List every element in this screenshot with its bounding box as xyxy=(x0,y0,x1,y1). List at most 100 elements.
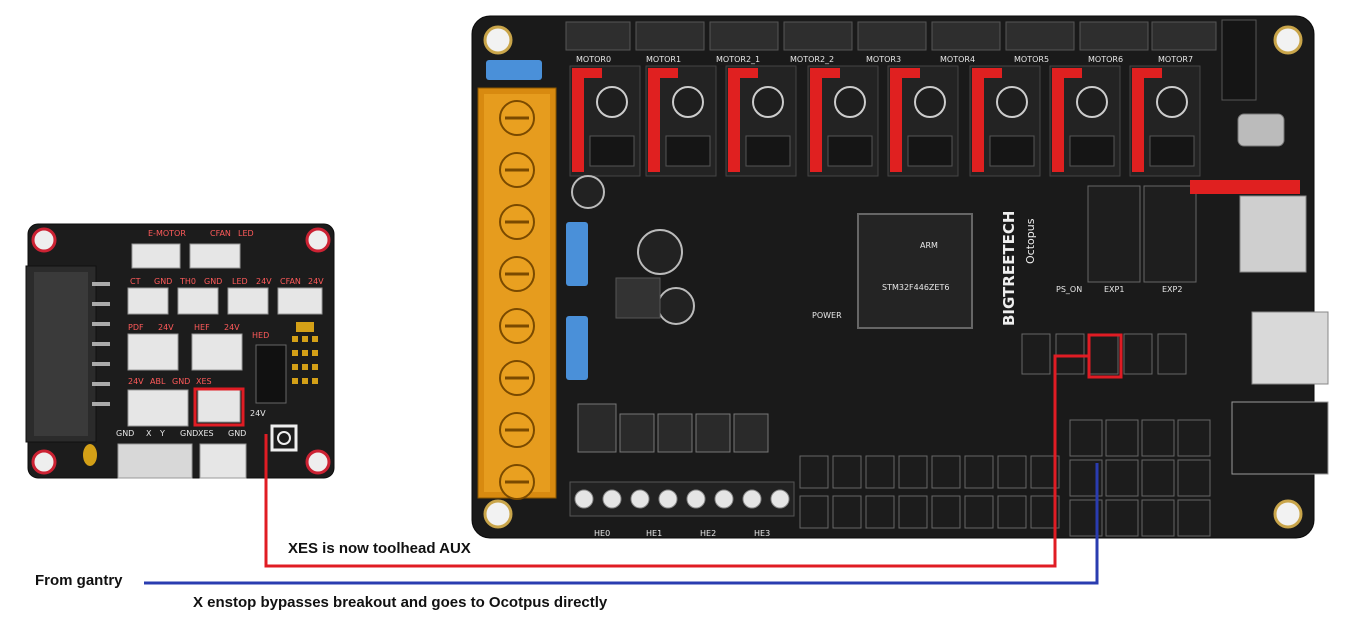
svg-text:24V: 24V xyxy=(224,323,240,332)
fan-connectors xyxy=(799,455,1060,529)
svg-text:HE1: HE1 xyxy=(646,529,662,538)
red-header xyxy=(1190,180,1300,194)
svg-text:CFAN: CFAN xyxy=(210,229,231,238)
heater-screw xyxy=(742,489,762,509)
fan-connector xyxy=(931,455,961,489)
fan-connector xyxy=(997,455,1027,489)
heater-screw xyxy=(686,489,706,509)
capacitor xyxy=(834,86,866,118)
xes-wire xyxy=(264,354,1089,568)
svg-text:XES: XES xyxy=(198,429,214,438)
svg-text:E-MOTOR: E-MOTOR xyxy=(148,229,186,238)
svg-text:HED: HED xyxy=(252,331,269,340)
svg-text:HEF: HEF xyxy=(194,323,210,332)
svg-text:MOTOR0: MOTOR0 xyxy=(576,55,611,64)
x-endstop-note-label: X enstop bypasses breakout and goes to O… xyxy=(193,594,608,611)
svg-text:LED: LED xyxy=(232,277,248,286)
hed-connector xyxy=(255,344,287,404)
driver-header xyxy=(572,70,584,172)
svg-text:MOTOR2_2: MOTOR2_2 xyxy=(790,55,834,64)
inductor xyxy=(615,277,661,319)
capacitor xyxy=(1156,86,1188,118)
connector-block xyxy=(1177,419,1211,457)
jumper-block xyxy=(827,135,873,167)
svg-text:MOTOR7: MOTOR7 xyxy=(1158,55,1193,64)
xes-highlight-box xyxy=(193,387,245,427)
fan-connector xyxy=(799,455,829,489)
jumper-block xyxy=(745,135,791,167)
capacitor xyxy=(672,86,704,118)
svg-text:MOTOR2_1: MOTOR2_1 xyxy=(716,55,760,64)
svg-text:24V: 24V xyxy=(250,409,266,418)
terminal-screws xyxy=(499,100,535,500)
capacitor xyxy=(752,86,784,118)
connector-block xyxy=(1177,459,1211,497)
connector-block xyxy=(1177,499,1211,537)
endstop-connector xyxy=(1089,333,1119,375)
mount-hole xyxy=(31,449,57,475)
jumper-block xyxy=(1149,135,1195,167)
heater-screw xyxy=(630,489,650,509)
endstop-connector xyxy=(1123,333,1153,375)
jumper-block xyxy=(989,135,1035,167)
fan-connector xyxy=(865,495,895,529)
svg-text:GND: GND xyxy=(116,429,134,438)
fan-connector xyxy=(931,495,961,529)
octopus-mainboard: MOTOR0 MOTOR1 MOTOR2_1 MOTOR2_2 MOTOR3 M… xyxy=(471,15,1329,539)
svg-text:MOTOR6: MOTOR6 xyxy=(1088,55,1123,64)
svg-text:GND: GND xyxy=(180,429,198,438)
mosfets xyxy=(577,403,769,453)
driver-header xyxy=(810,68,840,78)
driver-header xyxy=(810,70,822,172)
svg-text:XES: XES xyxy=(196,377,212,386)
heater-screw xyxy=(714,489,734,509)
e-motor-connector xyxy=(131,243,181,269)
heater-screw xyxy=(658,489,678,509)
svg-text:MOTOR5: MOTOR5 xyxy=(1014,55,1049,64)
svg-text:TH0: TH0 xyxy=(179,277,196,286)
driver-header xyxy=(572,68,602,78)
driver-header xyxy=(648,68,678,78)
fan-connector xyxy=(898,455,928,489)
jumper-block xyxy=(907,135,953,167)
fan-connector xyxy=(832,495,862,529)
svg-text:EXP1: EXP1 xyxy=(1104,285,1124,294)
toolhead-silkscreen: E-MOTOR CFAN LED CT GND TH0 GND LED 24V … xyxy=(116,229,324,438)
svg-text:ARM: ARM xyxy=(920,241,938,250)
svg-text:HE2: HE2 xyxy=(700,529,716,538)
mount-hole xyxy=(305,227,331,253)
svg-text:PS_ON: PS_ON xyxy=(1056,285,1082,294)
capacitor xyxy=(571,175,605,209)
ct-connector xyxy=(127,287,169,315)
svg-text:PDF: PDF xyxy=(128,323,144,332)
connector-block xyxy=(1105,459,1139,497)
svg-text:CT: CT xyxy=(130,277,141,286)
mount-hole xyxy=(31,227,57,253)
jumper-block xyxy=(1069,135,1115,167)
svg-text:POWER: POWER xyxy=(812,311,842,320)
heater-screws xyxy=(574,489,790,509)
driver-header xyxy=(890,68,920,78)
model-label: Octopus xyxy=(1024,218,1037,264)
driver-header xyxy=(648,70,660,172)
driver-header xyxy=(1132,70,1144,172)
connector-block xyxy=(1105,499,1139,537)
jumper-block xyxy=(665,135,711,167)
svg-text:24V: 24V xyxy=(256,277,272,286)
svg-text:24V: 24V xyxy=(128,377,144,386)
fan-connector xyxy=(964,455,994,489)
rj11-port xyxy=(1231,401,1329,475)
svg-text:LED: LED xyxy=(238,229,254,238)
svg-text:24V: 24V xyxy=(308,277,324,286)
endstop-connector xyxy=(1021,333,1051,375)
motor-connector-row xyxy=(565,21,1217,51)
fan-connector xyxy=(865,455,895,489)
driver-header xyxy=(972,68,1002,78)
driver-header xyxy=(728,70,740,172)
svg-text:24V: 24V xyxy=(158,323,174,332)
driver-header xyxy=(1052,68,1082,78)
svg-text:GND: GND xyxy=(172,377,190,386)
xes-connector xyxy=(197,389,241,423)
capacitor xyxy=(914,86,946,118)
cfan-led-connector xyxy=(189,243,241,269)
